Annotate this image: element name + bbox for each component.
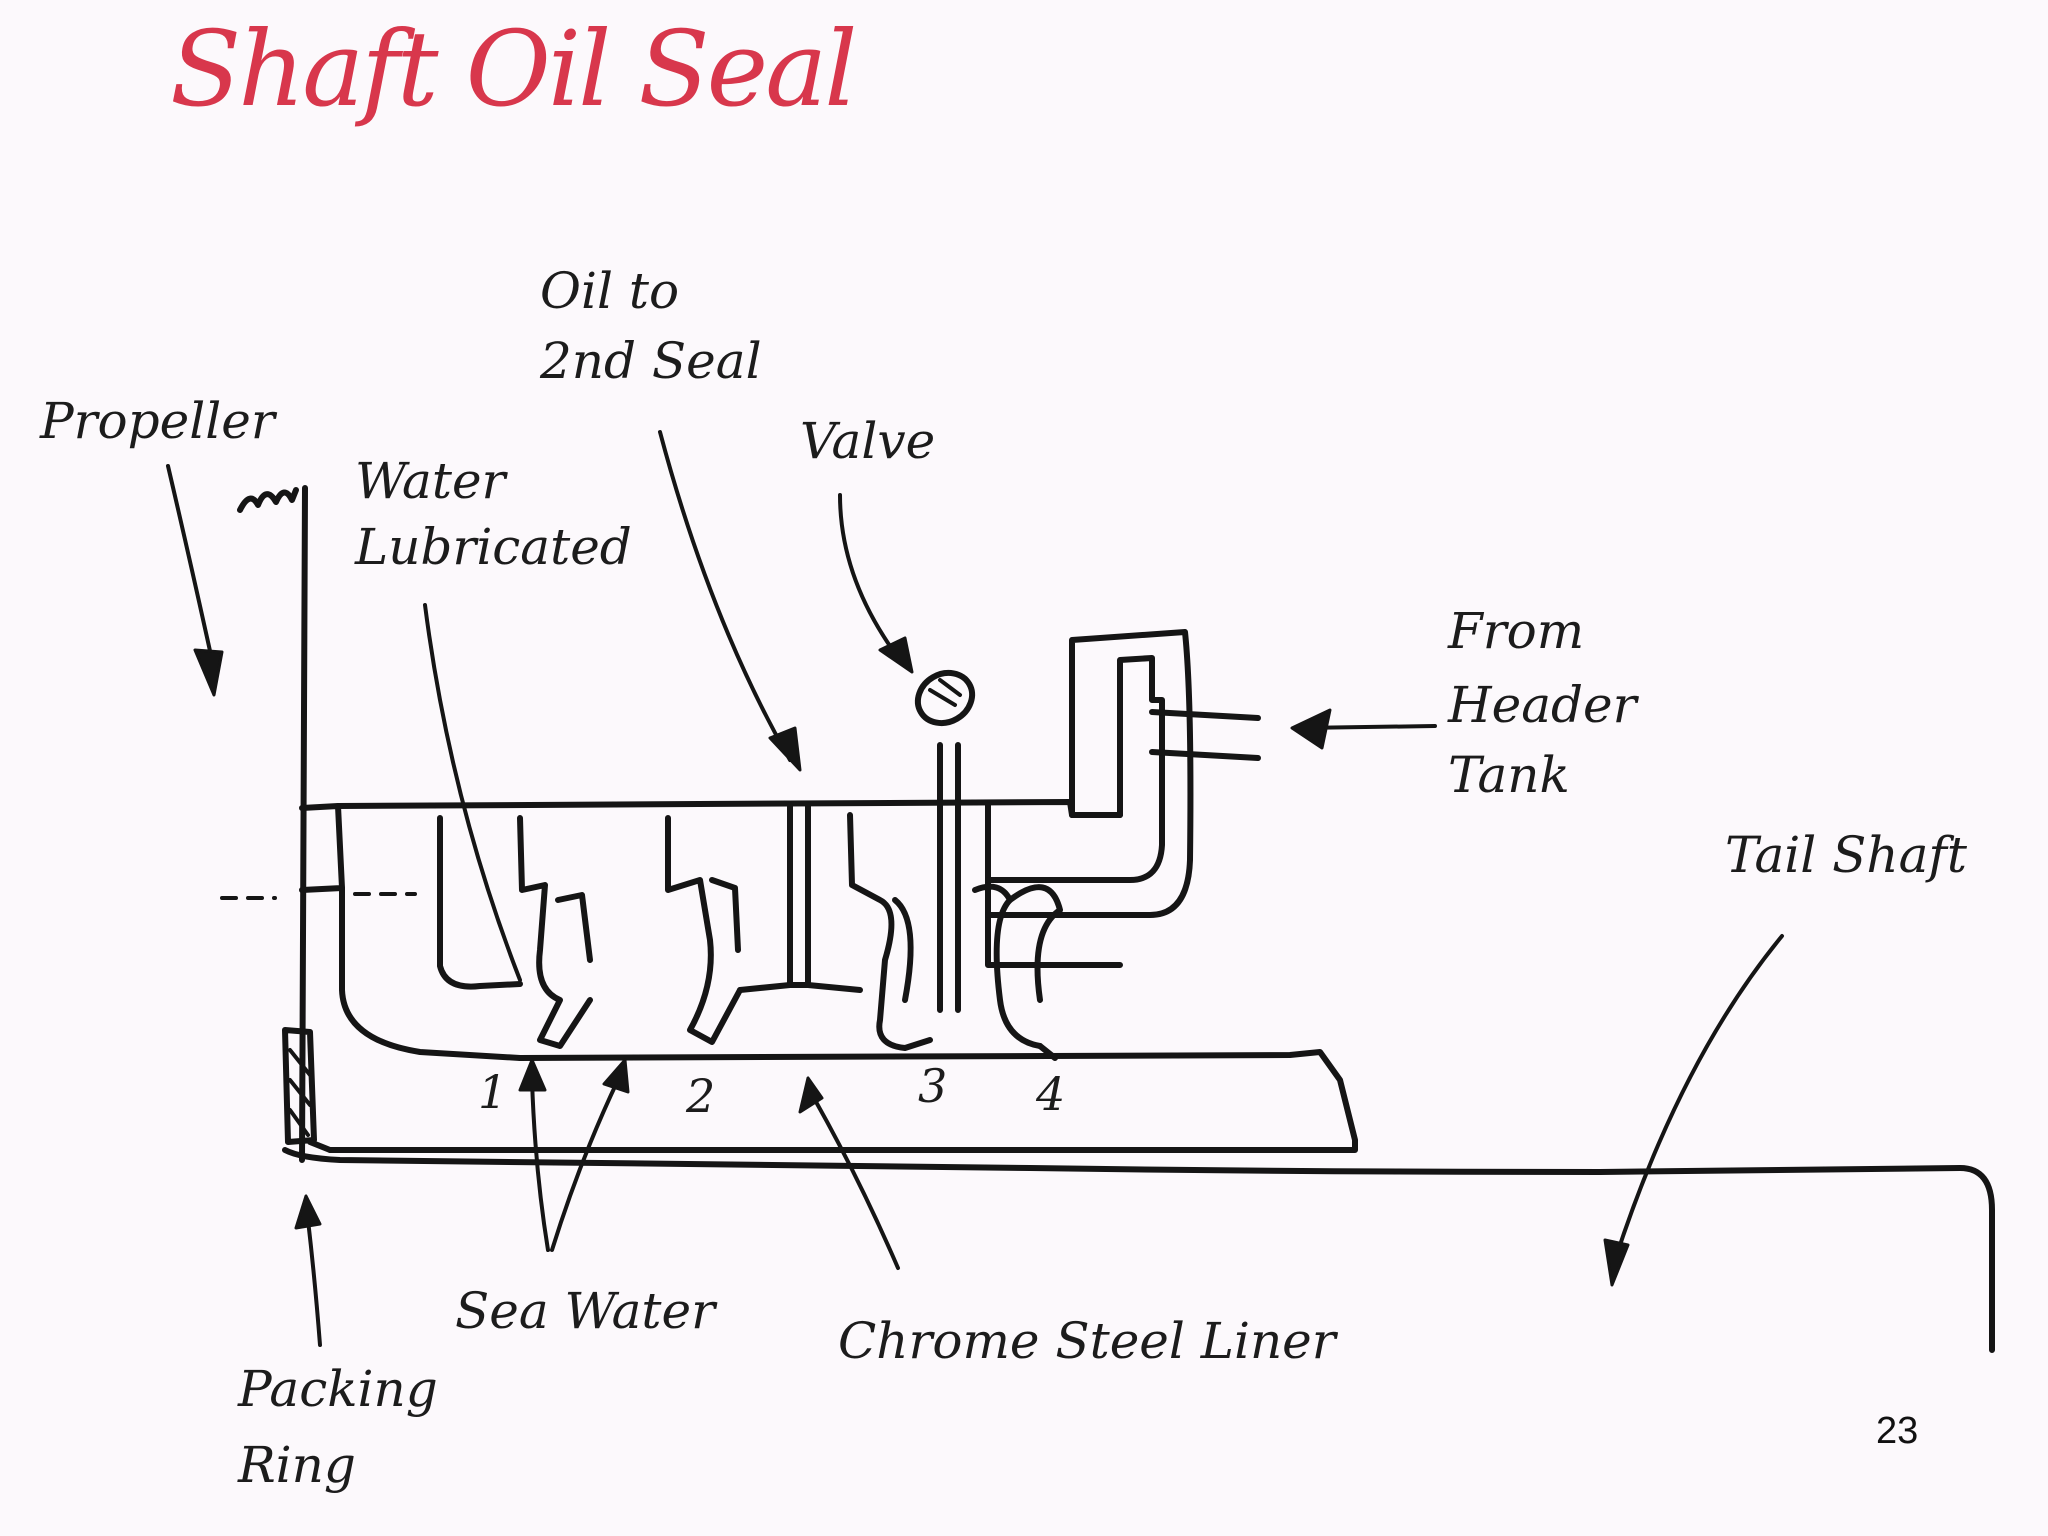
- arrow-from-header-tank: [1290, 708, 1437, 750]
- slide-title: Shaft Oil Seal: [170, 8, 857, 130]
- arrow-oil-to-2nd-seal: [658, 430, 802, 772]
- label-from: From: [1447, 602, 1584, 660]
- label-tail-shaft: Tail Shaft: [1725, 826, 1968, 884]
- seal-number-1: 1: [478, 1065, 507, 1119]
- propeller-hub: [220, 485, 523, 1163]
- arrow-tail-shaft: [1603, 934, 1784, 1287]
- arrow-chrome-steel-liner: [798, 1076, 900, 1270]
- page-number: 23: [1876, 1410, 1919, 1452]
- valve: [914, 669, 976, 727]
- seal-number-3: 3: [918, 1059, 947, 1113]
- label-water-line1: Water: [355, 452, 509, 510]
- seal-number-4: 4: [1035, 1067, 1065, 1121]
- header-tank-pipe: [985, 629, 1261, 918]
- tail-shaft: [282, 1147, 1995, 1353]
- arrow-packing-ring: [294, 1194, 322, 1347]
- arrow-propeller: [166, 464, 224, 697]
- label-oil-to-line1: Oil to: [540, 262, 679, 320]
- label-tank: Tank: [1448, 746, 1570, 804]
- chrome-steel-liner: [307, 1049, 1358, 1153]
- label-water-line2: Lubricated: [354, 518, 632, 576]
- label-packing: Packing: [237, 1360, 438, 1418]
- arrow-sea-water: [518, 1058, 630, 1252]
- label-valve: Valve: [800, 412, 935, 470]
- label-chrome-steel-liner: Chrome Steel Liner: [838, 1312, 1339, 1370]
- seal-number-2: 2: [685, 1069, 715, 1123]
- label-header: Header: [1447, 676, 1640, 734]
- arrow-valve: [838, 493, 914, 674]
- label-sea-water: Sea Water: [455, 1282, 718, 1340]
- packing-ring: [282, 1027, 317, 1145]
- label-propeller: Propeller: [39, 392, 278, 450]
- label-ring: Ring: [237, 1436, 356, 1494]
- arrow-water-lubricated: [423, 603, 522, 982]
- label-oil-to-line2: 2nd Seal: [539, 332, 762, 390]
- seal-housing: [335, 742, 1123, 1061]
